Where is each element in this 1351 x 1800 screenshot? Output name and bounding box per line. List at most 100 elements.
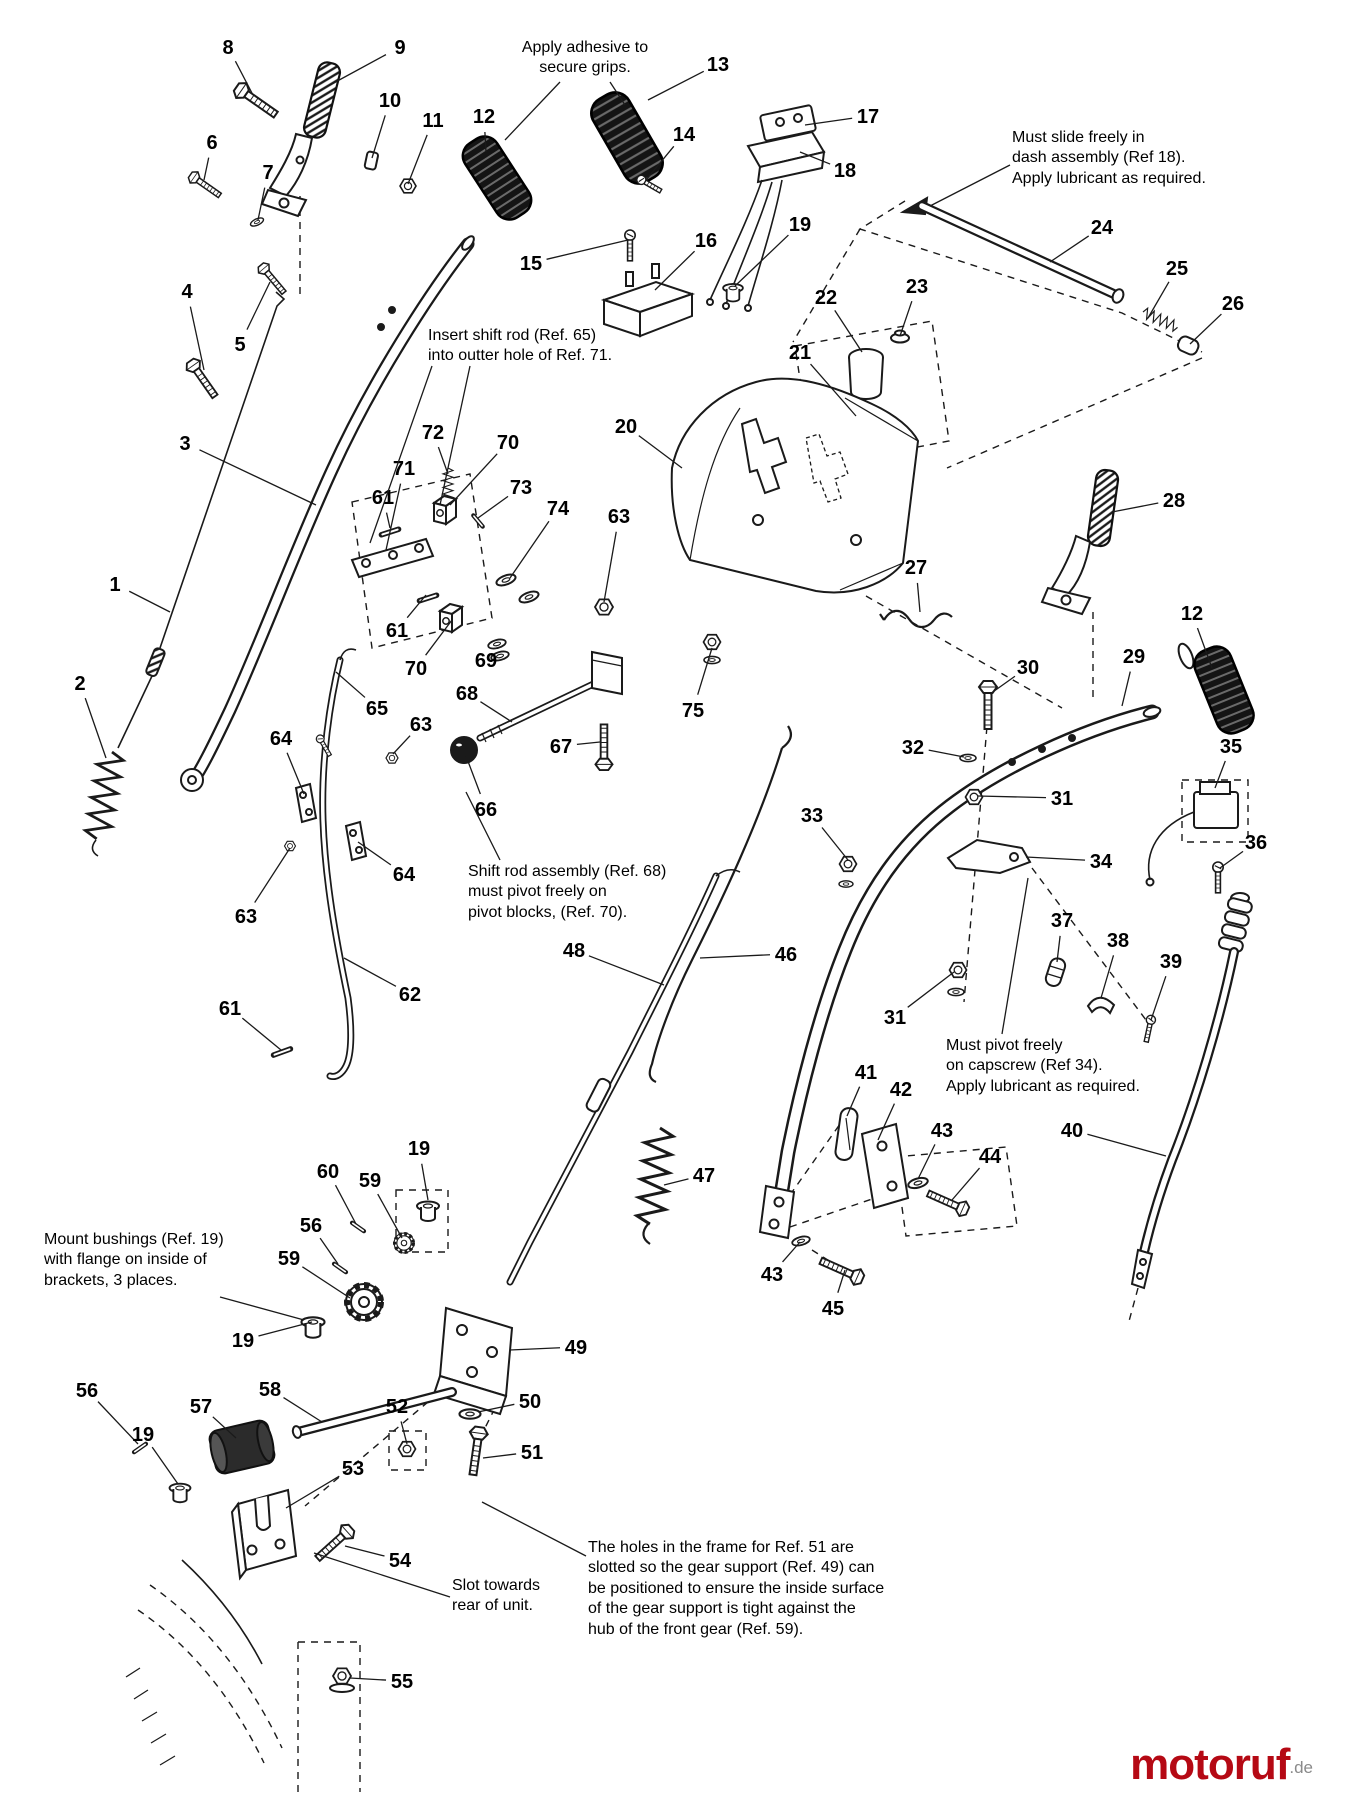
callout-34: 34 [1025,851,1113,873]
shift-rod-lower [274,648,368,1080]
callout-64: 64 [357,841,416,886]
handle-lever-assembly [185,59,417,229]
callout-6: 6 [203,132,218,181]
leader-line [609,81,626,106]
callout-1: 1 [109,574,171,613]
leader-line [804,117,853,126]
leader-line [834,310,863,353]
left-handlebar-assembly [82,235,475,857]
leader-line [385,483,402,551]
callout-45: 45 [822,1269,846,1320]
callout-25: 25 [1147,258,1188,319]
callout-35: 35 [1214,736,1242,789]
callout-70: 70 [405,619,453,680]
part-number: 63 [410,714,432,736]
callout-70: 70 [449,432,519,506]
part-number: 27 [905,557,927,579]
callout-55: 55 [349,1671,413,1693]
callout-29: 29 [1121,646,1145,707]
leader-line [392,735,411,755]
leader-line [699,954,771,959]
callout-2: 2 [74,673,107,759]
watermark-brand: motoruf [1130,1740,1290,1789]
callout-63: 63 [235,847,291,928]
part-number: 23 [906,276,928,298]
leader-line [846,1086,861,1117]
part-number: 12 [1181,603,1203,625]
callout-19: 19 [132,1424,179,1485]
watermark-tld: .de [1289,1758,1313,1777]
callout-30: 30 [989,657,1039,695]
leader-line [603,531,617,603]
leader-line [546,239,629,260]
leader-line [302,1266,351,1299]
callout-63: 63 [392,714,432,755]
part-number: 4 [181,281,193,303]
leader-line [977,795,1047,799]
callout-12: 12 [473,106,495,153]
leader-line [319,1237,339,1265]
callout-36: 36 [1219,832,1267,869]
leader-line [285,1475,340,1509]
pivot-block-assembly [350,467,623,771]
callout-66: 66 [465,755,497,821]
annotation-slot-towards: Slot towards rear of unit. [452,1577,541,1615]
part-number: 72 [422,422,444,444]
annotation-adhesive: Apply adhesive to secure grips. [521,39,649,77]
leader-line [357,841,392,866]
part-number: 56 [76,1380,98,1402]
leader-line [344,1545,385,1557]
leader-line [837,1269,846,1293]
part-number: 64 [270,728,293,750]
leader-line [697,647,713,695]
part-number: 41 [855,1062,877,1084]
leader-line [421,1163,429,1201]
callout-40: 40 [1061,1120,1167,1157]
part-number: 70 [497,432,519,454]
part-number: 60 [317,1161,339,1183]
part-number: 14 [673,124,696,146]
leader-line [484,131,487,153]
callout-31: 31 [884,971,955,1029]
support-rod [1130,892,1253,1290]
leader-line [1214,760,1226,789]
part-number: 36 [1245,832,1267,854]
part-number: 74 [547,498,570,520]
leader-line [916,582,921,613]
callout-61: 61 [219,998,282,1051]
callout-43: 43 [761,1241,801,1286]
callout-9: 9 [329,37,406,86]
part-number: 33 [801,805,823,827]
callout-38: 38 [1100,930,1129,999]
callout-67: 67 [550,736,601,758]
callout-18: 18 [799,151,856,182]
leader-line [1121,671,1131,707]
leader-line [313,1552,451,1598]
part-number: 24 [1091,217,1114,239]
leader-line [509,1347,561,1351]
callout-61: 61 [372,487,394,529]
part-number: 19 [408,1138,430,1160]
part-number: 7 [262,162,273,184]
leader-line [810,363,857,417]
leader-line [1196,627,1213,669]
leader-line [1001,877,1029,1035]
part-number: 61 [386,620,408,642]
leader-line [425,619,453,656]
handle-mount-hardware [838,680,1239,1044]
clutch-rod-assembly [506,725,793,1286]
leader-line [97,1401,139,1445]
part-number: 10 [379,90,401,112]
leader-line [437,446,449,475]
callout-15: 15 [520,239,629,275]
callout-22: 22 [815,287,863,353]
callout-33: 33 [801,805,849,861]
callout-52: 52 [386,1396,408,1445]
leader-line [477,1403,515,1413]
leader-line [329,54,387,86]
switch-connector-assembly [706,104,826,312]
leader-line [406,594,427,619]
construction-lines [137,196,1249,1792]
